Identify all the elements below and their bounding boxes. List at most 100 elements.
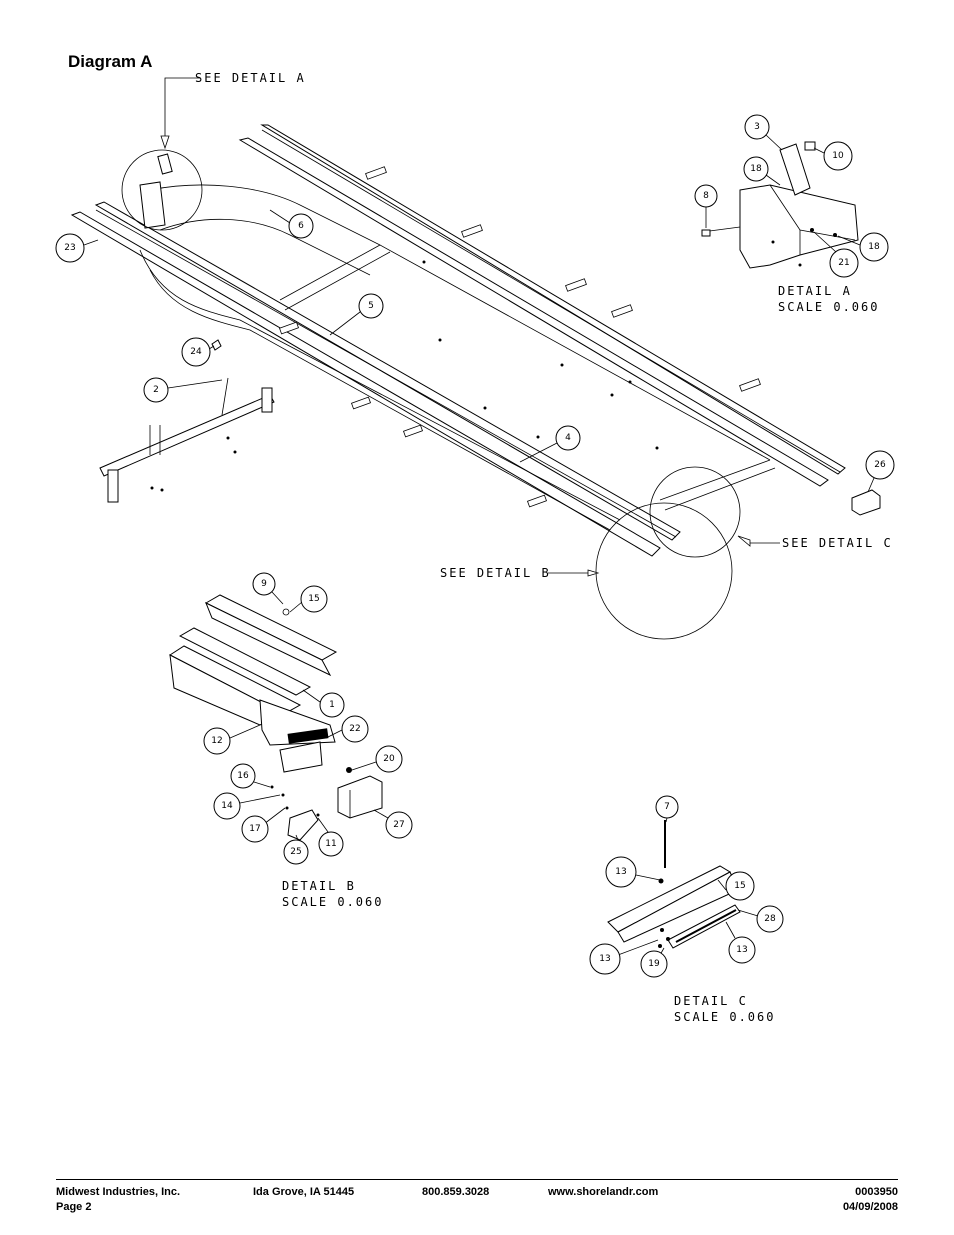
callout-13b: 13 [589, 939, 659, 975]
svg-text:18: 18 [868, 242, 880, 252]
detail-b-block-27 [337, 775, 383, 819]
detail-b [169, 594, 383, 841]
see-detail-c-label: SEE DETAIL C [782, 536, 893, 550]
svg-text:5: 5 [368, 301, 374, 311]
detail-c-callouts: 7 13 15 28 13 13 19 [589, 795, 784, 978]
callout-21: 21 [813, 231, 859, 278]
detail-b-circle [595, 502, 733, 640]
svg-text:10: 10 [832, 151, 844, 161]
callout-12: 12 [203, 724, 261, 755]
bunk-board-left-outer [94, 201, 681, 541]
footer-city: Ida Grove, IA 51445 [253, 1186, 355, 1198]
svg-text:13: 13 [599, 954, 610, 964]
bracket-left [107, 469, 119, 503]
callout-10: 10 [813, 141, 853, 171]
detail-a-callouts: 3 10 18 8 18 21 [694, 114, 889, 278]
callout-7: 7 [655, 795, 679, 823]
svg-text:28: 28 [764, 914, 776, 924]
bunk-board-right-inner [238, 137, 829, 487]
frame-rail-right [149, 184, 771, 461]
svg-text:3: 3 [754, 122, 760, 132]
callout-11: 11 [317, 817, 344, 857]
footer-divider [56, 1179, 898, 1180]
svg-text:6: 6 [298, 221, 304, 231]
detail-c-title: DETAIL C [674, 994, 748, 1008]
svg-text:15: 15 [308, 594, 319, 604]
svg-text:1: 1 [329, 700, 335, 710]
bracket-right [261, 387, 273, 413]
callout-28: 28 [737, 905, 784, 933]
detail-c-scale: SCALE 0.060 [674, 1010, 775, 1024]
footer-company: Midwest Industries, Inc. [56, 1186, 181, 1198]
callout-8: 8 [694, 184, 718, 228]
svg-text:18: 18 [750, 164, 762, 174]
callout-6: 6 [269, 209, 314, 239]
detail-b-frame [178, 627, 312, 696]
callout-20: 20 [351, 745, 403, 773]
footer-website: www.shorelandr.com [548, 1186, 659, 1198]
svg-text:13: 13 [615, 867, 626, 877]
detail-a [701, 141, 859, 269]
detail-b-title: DETAIL B [282, 879, 356, 893]
callout-19: 19 [640, 947, 668, 978]
footer-phone: 800.859.3028 [422, 1186, 490, 1198]
detail-b-bracket-25 [287, 809, 319, 841]
footer-doc-number: 0003950 [855, 1186, 898, 1198]
svg-text:24: 24 [190, 347, 202, 357]
svg-text:15: 15 [734, 881, 745, 891]
detail-b-scale: SCALE 0.060 [282, 895, 383, 909]
svg-text:12: 12 [211, 736, 222, 746]
callout-18a: 18 [743, 156, 781, 186]
see-detail-b-label: SEE DETAIL B [440, 566, 551, 580]
detail-b-roller-pad [287, 728, 329, 744]
callout-3: 3 [744, 114, 783, 151]
svg-text:17: 17 [249, 824, 260, 834]
callout-27: 27 [373, 809, 413, 839]
see-detail-a-label: SEE DETAIL A [195, 71, 306, 85]
detail-c-circle [649, 466, 741, 558]
callout-13c: 13 [725, 921, 756, 964]
callout-17: 17 [241, 807, 286, 843]
svg-text:19: 19 [648, 959, 660, 969]
svg-text:8: 8 [703, 191, 709, 201]
detail-b-callouts: 9 15 1 22 12 20 16 14 17 25 11 27 [203, 572, 413, 865]
detail-a-circle [121, 149, 203, 231]
callout-18b: 18 [837, 232, 889, 262]
callout-13a: 13 [605, 856, 661, 888]
svg-text:16: 16 [237, 771, 249, 781]
svg-text:20: 20 [383, 754, 395, 764]
callout-16: 16 [230, 763, 271, 789]
callout-23: 23 [55, 233, 99, 263]
block-26 [851, 489, 881, 516]
callout-15: 15 [289, 585, 328, 613]
detail-c [607, 820, 741, 949]
callout-26: 26 [865, 450, 895, 493]
front-crossbar [99, 394, 275, 477]
svg-text:7: 7 [664, 802, 670, 812]
svg-text:21: 21 [838, 258, 849, 268]
diagram-title: Diagram A [68, 52, 153, 71]
svg-text:9: 9 [261, 579, 267, 589]
callout-5: 5 [329, 293, 384, 336]
callout-1: 1 [302, 689, 345, 718]
detail-a-scale: SCALE 0.060 [778, 300, 879, 314]
trailer-frame-assembly [70, 124, 881, 557]
callout-24: 24 [181, 337, 215, 367]
detail-a-title: DETAIL A [778, 284, 852, 298]
svg-text:11: 11 [325, 839, 336, 849]
callout-2: 2 [143, 377, 223, 403]
bunk-board-left-inner [70, 211, 661, 557]
callout-4: 4 [519, 425, 581, 463]
svg-text:25: 25 [290, 847, 301, 857]
page-footer: Midwest Industries, Inc. Page 2 Ida Grov… [56, 1185, 898, 1221]
footer-page: Page 2 [56, 1201, 92, 1213]
footer-date: 04/09/2008 [842, 1201, 898, 1213]
svg-text:2: 2 [153, 385, 159, 395]
svg-text:13: 13 [736, 945, 747, 955]
svg-text:14: 14 [221, 801, 233, 811]
detail-a-clip [779, 143, 811, 196]
svg-text:27: 27 [393, 820, 404, 830]
svg-text:23: 23 [64, 243, 75, 253]
svg-text:4: 4 [565, 433, 571, 443]
